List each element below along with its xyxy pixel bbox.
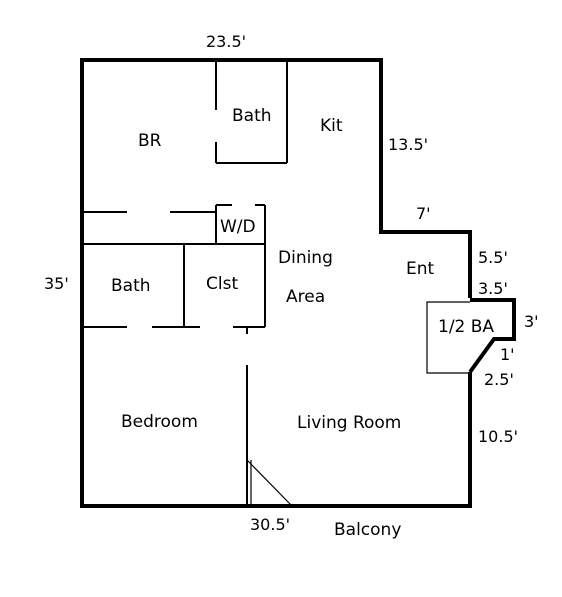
- room-label-kitchen: Kit: [320, 116, 343, 136]
- room-label-entry: Ent: [406, 259, 435, 279]
- room-label-dining-line1: Dining: [278, 248, 333, 268]
- room-label-half-bath: 1/2 BA: [438, 317, 494, 337]
- dim-entry-step: 7': [416, 204, 431, 223]
- half-bath-bump-wall: [468, 298, 516, 374]
- dim-entry-wall: 5.5': [478, 248, 508, 267]
- dim-left-wall: 35': [44, 274, 69, 293]
- half-bath-interior-outline: [426, 301, 470, 374]
- dim-kitchen-right-wall: 13.5': [388, 135, 428, 154]
- dim-half-bath-bottom: 2.5': [484, 370, 514, 389]
- room-label-bath-lower: Bath: [111, 276, 151, 296]
- interior-walls: [82, 60, 288, 506]
- balcony-door: [246, 459, 293, 507]
- room-label-dining-line2: Area: [286, 287, 325, 307]
- dimension-labels: 23.5' 13.5' 7' 35' 5.5' 3.5' 3' 1' 2.5' …: [44, 32, 539, 534]
- room-label-bedroom: Bedroom: [121, 412, 198, 432]
- dim-half-bath-right: 3': [524, 312, 539, 331]
- exterior-walls: [80, 58, 516, 508]
- dim-bottom-width: 30.5': [250, 515, 290, 534]
- room-label-washer-dryer: W/D: [220, 217, 256, 237]
- room-label-bath-upper: Bath: [232, 106, 272, 126]
- outer-wall-upper: [80, 58, 472, 508]
- room-label-closet: Clst: [206, 274, 238, 294]
- room-label-br: BR: [138, 131, 162, 151]
- dim-top-width: 23.5': [206, 32, 246, 51]
- dim-half-bath-angle: 1': [500, 345, 515, 364]
- dim-living-right-wall: 10.5': [478, 427, 518, 446]
- exterior-label-balcony: Balcony: [334, 520, 401, 540]
- room-label-living-room: Living Room: [297, 413, 401, 433]
- dim-half-bath-top: 3.5': [478, 279, 508, 298]
- room-labels: BR Bath Kit W/D Dining Area Ent Bath Cls…: [111, 106, 494, 540]
- door-leaf: [246, 459, 293, 507]
